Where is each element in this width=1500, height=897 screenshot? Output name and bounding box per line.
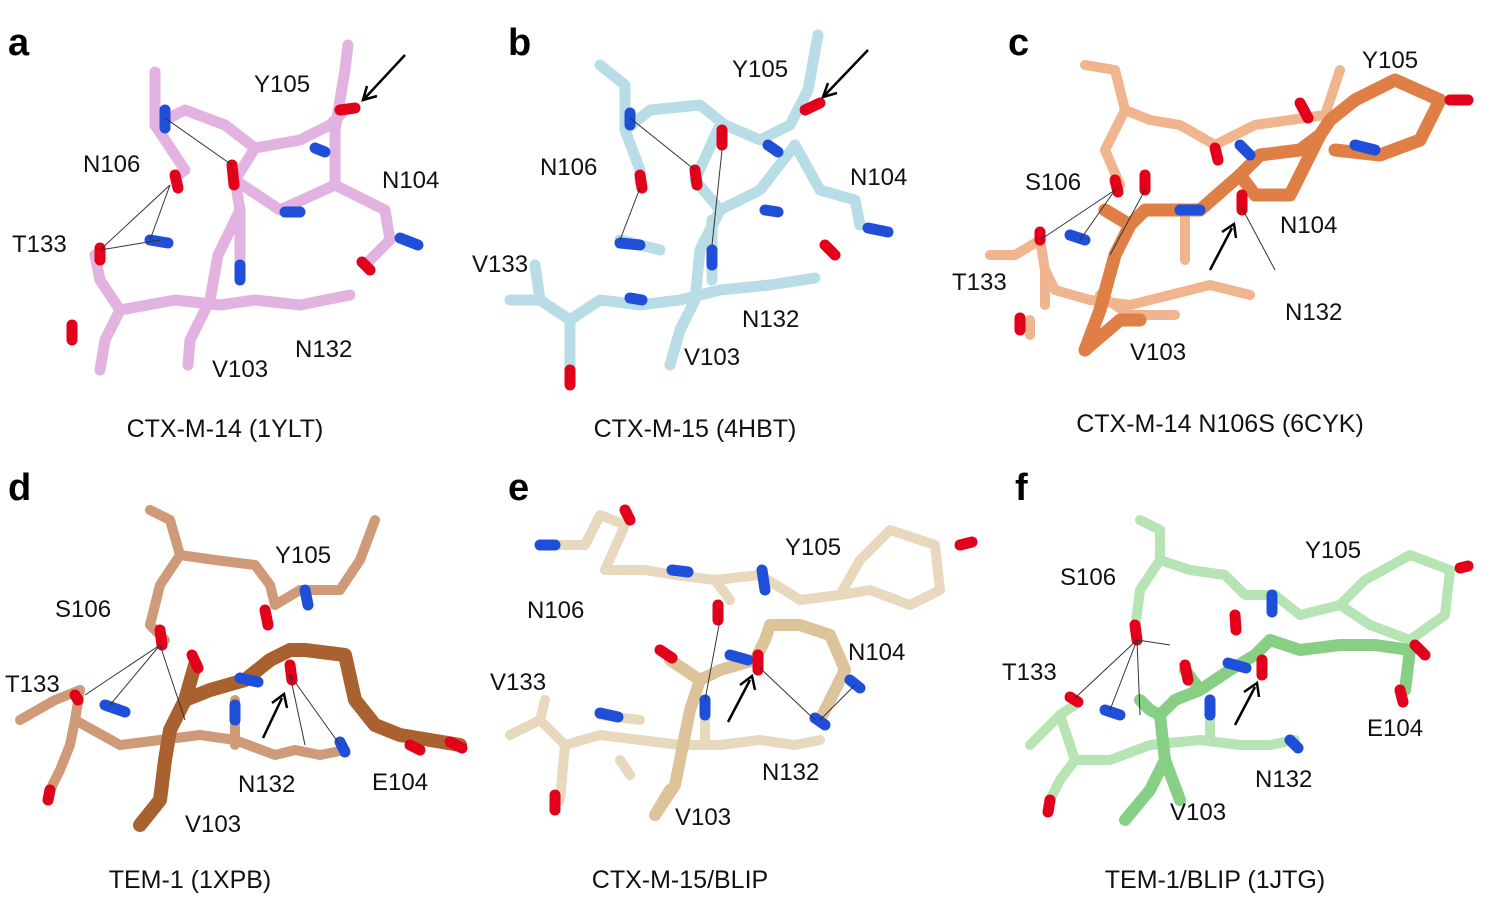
panel-letter-c: c (1008, 22, 1029, 64)
label-d-n132: N132 (238, 771, 295, 798)
label-f-n132: N132 (1255, 766, 1312, 793)
label-e-n132: N132 (762, 759, 819, 786)
caption-c: CTX-M-14 N106S (6CYK) (1076, 410, 1364, 438)
panel-letter-f: f (1015, 467, 1028, 509)
label-e-v133: V133 (490, 669, 546, 696)
label-b-n106: N106 (540, 154, 597, 181)
label-a-t133: T133 (12, 231, 67, 258)
caption-d: TEM-1 (1XPB) (109, 866, 272, 894)
caption-f: TEM-1/BLIP (1JTG) (1105, 866, 1325, 894)
label-c-n132: N132 (1285, 299, 1342, 326)
label-c-s106: S106 (1025, 169, 1081, 196)
structure-e (505, 504, 978, 821)
arrow-f (1233, 680, 1261, 726)
arrow-b (821, 49, 869, 99)
label-c-t133: T133 (952, 269, 1007, 296)
label-d-t133: T133 (5, 671, 60, 698)
label-d-e104: E104 (372, 769, 428, 796)
label-f-v103: V103 (1170, 799, 1226, 826)
caption-b: CTX-M-15 (4HBT) (594, 415, 797, 443)
panel-a: a (8, 22, 439, 443)
caption-e: CTX-M-15/BLIP (592, 866, 768, 894)
label-b-n132: N132 (742, 306, 799, 333)
label-a-n132: N132 (295, 336, 352, 363)
hbonds-e (704, 619, 856, 721)
label-e-n106: N106 (527, 597, 584, 624)
arrow-c (1208, 221, 1238, 271)
label-f-t133: T133 (1002, 659, 1057, 686)
label-b-v103: V103 (684, 344, 740, 371)
arrow-a (361, 54, 406, 102)
label-a-n104: N104 (382, 167, 439, 194)
label-a-y105: Y105 (254, 71, 310, 98)
label-f-e104: E104 (1367, 715, 1423, 742)
panel-f: f (1002, 467, 1474, 894)
label-f-s106: S106 (1060, 564, 1116, 591)
label-f-y105: Y105 (1305, 537, 1361, 564)
panel-letter-e: e (508, 467, 529, 509)
label-d-v103: V103 (185, 811, 241, 838)
arrow-e (726, 673, 757, 723)
label-b-v133: V133 (472, 251, 528, 278)
structure-d (15, 505, 468, 832)
panel-letter-a: a (8, 22, 30, 64)
panel-e: e (490, 467, 978, 894)
label-c-y105: Y105 (1362, 47, 1418, 74)
panel-c: c (952, 22, 1474, 438)
label-b-n104: N104 (850, 164, 907, 191)
label-d-y105: Y105 (275, 542, 331, 569)
structure-f (1025, 515, 1474, 826)
structure-c (985, 60, 1474, 357)
label-e-v103: V103 (675, 804, 731, 831)
hbonds-c (1039, 189, 1276, 271)
panel-letter-b: b (508, 22, 531, 64)
label-b-y105: Y105 (732, 56, 788, 83)
panel-d: d (5, 467, 468, 894)
panel-letter-d: d (8, 467, 31, 509)
label-e-y105: Y105 (785, 534, 841, 561)
label-a-n106: N106 (83, 151, 140, 178)
caption-a: CTX-M-14 (1YLT) (127, 415, 324, 443)
label-c-v103: V103 (1130, 339, 1186, 366)
structure-b (504, 29, 894, 391)
label-e-n104: N104 (848, 639, 905, 666)
hbonds-a (99, 117, 233, 251)
label-a-v103: V103 (212, 356, 268, 383)
arrow-d (261, 691, 289, 739)
structure-a (66, 39, 424, 376)
hbonds-b (619, 117, 723, 246)
panel-b: b (472, 22, 907, 443)
label-c-n104: N104 (1280, 212, 1337, 239)
hbonds-f (1074, 639, 1171, 716)
hbonds-d (84, 644, 341, 746)
label-d-s106: S106 (55, 596, 111, 623)
